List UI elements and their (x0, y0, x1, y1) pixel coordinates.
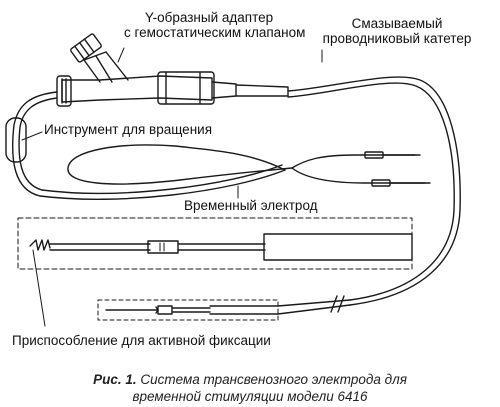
y-adapter-label-line1: Y-образный адаптер (144, 10, 274, 25)
y-adapter-label-line2: с гемостатическим клапаном (124, 25, 306, 40)
fixation-label: Приспособление для активной фиксации (12, 333, 271, 348)
catheter-label-line2: проводниковый катетер (322, 31, 472, 46)
rotation-tool-label: Инструмент для вращения (44, 122, 212, 137)
rotation-leader (21, 131, 43, 141)
inset-tip-detail (17, 217, 413, 327)
y-adapter (56, 33, 289, 107)
catheter-label-line1: Смазываемый (351, 16, 443, 31)
y-adapter-label: Y-образный адаптер с гемостатическим кла… (124, 10, 306, 40)
inset-catheter-tip (97, 299, 351, 321)
figure-caption: Рис. 1. Система трансвенозного электрода… (0, 371, 500, 405)
guide-catheter (287, 76, 461, 313)
catheter-label: Смазываемый проводниковый катетер (312, 16, 482, 46)
temporary-electrode (67, 144, 431, 187)
caption-line2: временной стимуляции модели 6416 (132, 389, 368, 404)
temp-electrode-label: Временный электрод (184, 198, 318, 213)
rotation-tool (5, 91, 286, 200)
caption-prefix: Рис. 1. (93, 372, 137, 387)
caption-line1: Система трансвенозного электрода для (140, 372, 407, 387)
